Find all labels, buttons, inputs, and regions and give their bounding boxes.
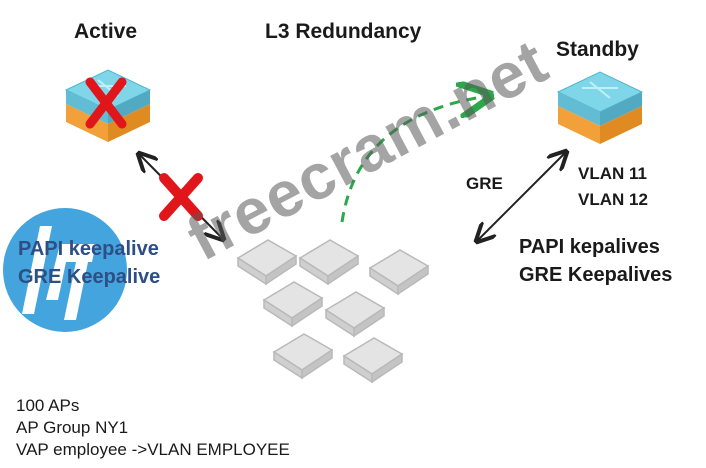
diagram-title: L3 Redundancy: [265, 20, 422, 43]
access-point-icon: [298, 239, 360, 286]
standby-papi-keepalive-label: PAPI kepalives: [519, 236, 660, 258]
access-point-icon: [342, 337, 404, 384]
access-point-icon: [262, 281, 324, 328]
access-point-icon: [368, 249, 430, 296]
active-label: Active: [74, 20, 138, 43]
vap-mapping-label: VAP employee ->VLAN EMPLOYEE: [16, 440, 290, 459]
gre-tunnel-label: GRE: [466, 174, 503, 193]
vlan-12-label: VLAN 12: [578, 190, 648, 209]
access-point-icon: [324, 291, 386, 338]
standby-ap-link: [478, 153, 565, 240]
active-gre-keepalive-label: GRE Keepalive: [18, 266, 161, 288]
failure-x-icon: [85, 77, 127, 129]
access-point-icon: [236, 239, 298, 286]
access-point-icon: [272, 333, 334, 380]
vlan-11-label: VLAN 11: [578, 164, 647, 183]
active-papi-keepalive-label: PAPI keepalive: [18, 238, 159, 260]
failover-arrow: [340, 96, 488, 223]
ap-group-label: AP Group NY1: [16, 418, 129, 437]
ap-count-label: 100 APs: [16, 396, 80, 415]
standby-gre-keepalive-label: GRE Keepalives: [519, 264, 673, 286]
standby-label: Standby: [556, 38, 639, 61]
